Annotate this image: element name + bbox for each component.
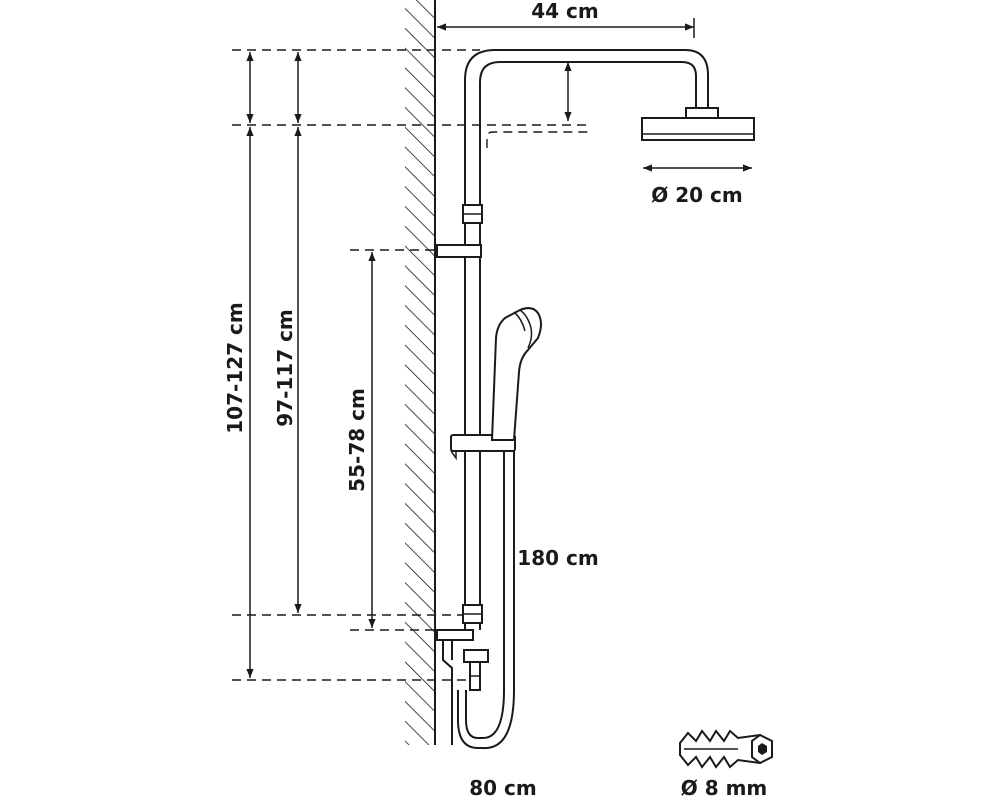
label-plug-diameter: Ø 8 mm bbox=[681, 776, 768, 800]
hose-outer bbox=[465, 451, 505, 739]
label-hose-length: 180 cm bbox=[517, 546, 598, 570]
mixer-plate bbox=[436, 629, 474, 641]
supply-pipe-bend bbox=[442, 659, 453, 669]
shower-hose bbox=[457, 451, 515, 750]
wall-plug-icon bbox=[679, 729, 773, 769]
label-height-inner: 97-117 cm bbox=[273, 309, 297, 427]
label-height-outer: 107-127 cm bbox=[223, 302, 247, 433]
hand-shower bbox=[490, 307, 542, 441]
dimension-height-inner: 97-117 cm bbox=[273, 52, 302, 613]
wall-bracket-upper bbox=[436, 244, 482, 258]
label-bracket-range: 55-78 cm bbox=[345, 388, 369, 492]
hand-shower-body bbox=[490, 307, 542, 441]
mixer-outlet bbox=[436, 625, 489, 745]
label-arm-length: 44 cm bbox=[531, 0, 599, 23]
label-head-diameter: Ø 20 cm bbox=[651, 183, 742, 207]
riser-arm-outer bbox=[464, 49, 709, 245]
shower-riser bbox=[436, 49, 709, 625]
reference-lines bbox=[232, 49, 590, 681]
head-neck bbox=[685, 107, 719, 119]
wall-plug-hole bbox=[758, 743, 767, 755]
hose-inner bbox=[457, 451, 515, 750]
hand-shower-rim bbox=[513, 311, 526, 332]
wall-hatching bbox=[405, 0, 435, 745]
head-plate bbox=[641, 117, 755, 141]
dimension-arm-length: 44 cm bbox=[437, 0, 695, 38]
dimension-head-diameter: Ø 20 cm bbox=[643, 164, 752, 207]
hand-shower-spray-face bbox=[519, 309, 533, 349]
riser-arm-inner bbox=[479, 61, 697, 205]
dimension-bracket-range: 55-78 cm bbox=[345, 252, 376, 628]
dimension-height-outer: 107-127 cm bbox=[223, 52, 254, 678]
outlet-connector bbox=[463, 649, 489, 663]
label-bottom-width: 80 cm bbox=[469, 776, 537, 800]
ref-line-arm-lowered bbox=[486, 131, 590, 148]
overhead-shower-head bbox=[641, 107, 755, 141]
wall bbox=[405, 0, 436, 745]
supply-pipe-left bbox=[442, 640, 453, 745]
slider-knob bbox=[450, 450, 457, 461]
